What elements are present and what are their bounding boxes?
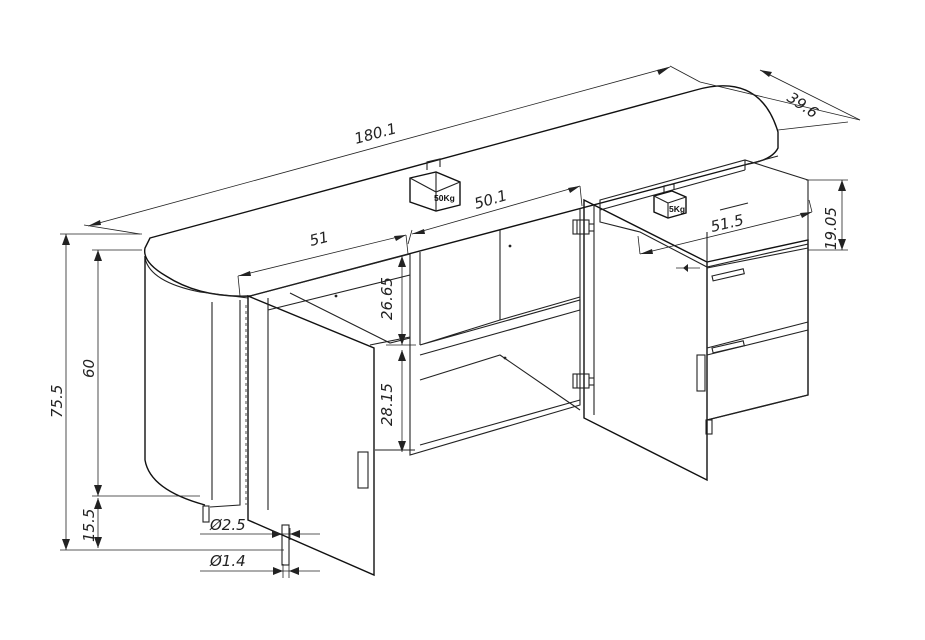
- left-compartment: [249, 253, 415, 510]
- body-height-dimension: 60: [80, 249, 200, 497]
- svg-text:51: 51: [308, 228, 331, 250]
- svg-text:180.1: 180.1: [352, 119, 398, 148]
- middle-compartment: [409, 208, 581, 456]
- svg-text:19.05: 19.05: [822, 207, 840, 250]
- right-leg: [705, 419, 713, 435]
- drawer-cabinet-front: [706, 239, 809, 421]
- left-width-dimension: 51: [237, 228, 409, 297]
- svg-text:39.6: 39.6: [784, 88, 822, 122]
- leg-bottom-diameter-dimension: Ø1.4: [200, 552, 320, 578]
- left-curved-side: [144, 256, 206, 506]
- right-width-dimension: 51.5: [637, 199, 813, 272]
- top-weight-icon: 50Kg: [409, 158, 461, 212]
- drawer-handle-2: [711, 340, 745, 354]
- svg-text:28.15: 28.15: [378, 383, 396, 426]
- top-load-label: 50Kg: [434, 193, 455, 203]
- bottom-drawer: [706, 329, 809, 421]
- drawer-height-dimension: 19.05: [806, 179, 848, 251]
- cabinet-top-surface: [143, 85, 779, 297]
- middle-back-panel: [419, 230, 501, 345]
- drawer-load-label: 5Kg: [669, 204, 685, 214]
- svg-text:51.5: 51.5: [709, 211, 746, 236]
- overall-width-dimension: 180.1: [83, 65, 701, 235]
- left-rear-leg: [202, 505, 210, 523]
- left-front-leg: [281, 524, 290, 566]
- drawer-weight-icon: 5Kg: [653, 183, 687, 219]
- overall-depth-dimension: 39.6: [699, 69, 861, 131]
- svg-text:Ø2.5: Ø2.5: [209, 516, 246, 534]
- leg-height-dimension: 15.5: [80, 498, 102, 548]
- svg-text:26.65: 26.65: [378, 277, 396, 320]
- right-door-handle: [696, 354, 706, 392]
- svg-text:Ø1.4: Ø1.4: [209, 552, 246, 570]
- middle-shelf: [419, 296, 581, 356]
- upper-hinge-icon: [572, 219, 594, 235]
- svg-text:50.1: 50.1: [472, 186, 509, 213]
- svg-text:15.5: 15.5: [80, 509, 98, 542]
- lower-shelf-height-dimension: 28.15: [378, 350, 406, 452]
- svg-text:60: 60: [80, 359, 98, 378]
- middle-drawer: [706, 247, 809, 349]
- lower-hinge-icon: [572, 373, 594, 389]
- upper-shelf-height-dimension: 26.65: [378, 256, 416, 346]
- cabinet-top-edge: [144, 257, 249, 299]
- svg-text:75.5: 75.5: [48, 385, 66, 418]
- overall-height-dimension: 75.5: [48, 233, 284, 551]
- top-drawer-open: [599, 159, 809, 268]
- left-door-handle: [357, 451, 369, 489]
- drawer-handle-1: [711, 268, 745, 282]
- right-open-door: [583, 198, 708, 482]
- leg-top-diameter-dimension: Ø2.5: [200, 516, 320, 540]
- left-open-door: [247, 294, 375, 577]
